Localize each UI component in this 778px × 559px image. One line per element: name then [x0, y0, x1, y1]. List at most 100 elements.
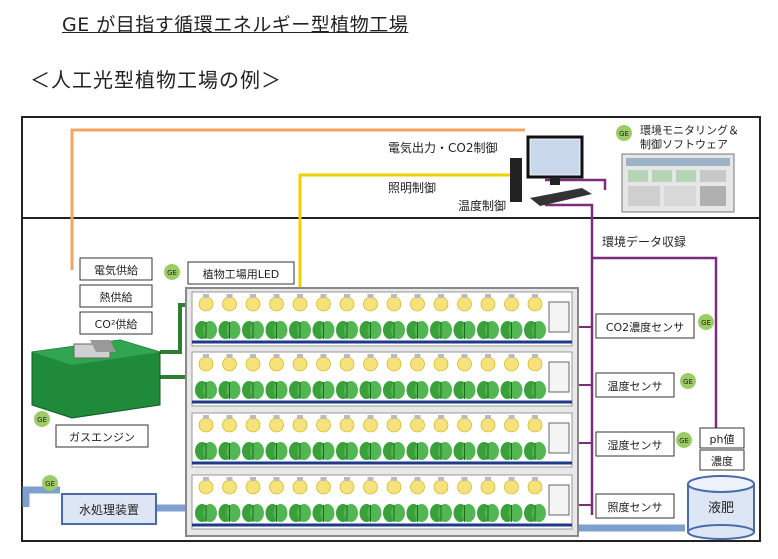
env-data-label: 環境データ収録	[602, 234, 686, 249]
lettuce-icon	[336, 321, 358, 339]
led-bulb-icon	[480, 477, 496, 495]
ge-logo-icon: GE	[34, 411, 50, 427]
shelf-tier	[191, 412, 573, 468]
shelf-tier	[191, 351, 573, 407]
lettuce-icon	[406, 321, 429, 339]
svg-text:GE: GE	[45, 480, 55, 488]
svg-text:GE: GE	[167, 269, 177, 277]
led-bulb-icon	[316, 477, 331, 495]
lettuce-icon	[359, 504, 382, 522]
led-bulb-icon	[386, 354, 402, 372]
led-bulb-icon	[386, 477, 402, 495]
led-bulb-icon	[198, 415, 214, 433]
lettuce-icon	[289, 504, 311, 522]
led-bulb-icon	[292, 477, 308, 495]
lighting-label: 照明制御	[388, 180, 436, 195]
co2-supply-label: CO²供給	[95, 317, 138, 331]
led-bulb-icon	[433, 354, 449, 372]
water-treatment-box	[61, 493, 157, 525]
led-bulb-icon	[410, 354, 425, 372]
lettuce-icon	[289, 321, 311, 339]
lettuce-icon	[477, 504, 499, 522]
led-bulb-icon	[433, 415, 449, 433]
led-bulb-icon	[433, 294, 449, 312]
lettuce-icon	[524, 381, 546, 399]
gas-engine-label: ガスエンジン	[69, 431, 135, 444]
temp-sensor-box	[595, 372, 675, 398]
lettuce-icon	[430, 504, 452, 522]
lettuce-icon	[312, 321, 335, 339]
lettuce-icon	[359, 442, 382, 460]
lettuce-icon	[265, 321, 288, 339]
led-bulb-icon	[245, 294, 261, 312]
lettuce-icon	[289, 442, 311, 460]
led-bulb-icon	[269, 354, 284, 372]
lettuce-icon	[383, 442, 405, 460]
lettuce-icon	[312, 381, 335, 399]
lettuce-icon	[477, 381, 499, 399]
ge-logo-icon: GE	[680, 373, 696, 389]
electric-supply-box	[79, 257, 153, 281]
svg-text:GE: GE	[37, 416, 47, 424]
lettuce-icon	[195, 321, 217, 339]
co2-supply-box	[79, 311, 153, 335]
lettuce-icon	[500, 504, 523, 522]
lettuce-icon	[265, 504, 288, 522]
lettuce-icon	[195, 381, 217, 399]
led-bulb-icon	[527, 477, 543, 495]
co2-sensor-box	[595, 313, 695, 339]
lettuce-icon	[218, 442, 241, 460]
led-bulb-icon	[363, 354, 378, 372]
lettuce-icon	[524, 442, 546, 460]
lettuce-icon	[453, 504, 476, 522]
svg-text:GE: GE	[619, 130, 629, 138]
sensor-device	[548, 422, 570, 454]
ge-logo-icon: GE	[616, 125, 632, 141]
lettuce-icon	[195, 504, 217, 522]
computer-icon	[510, 135, 592, 206]
led-bulb-icon	[433, 477, 449, 495]
lettuce-icon	[430, 321, 452, 339]
led-bulb-icon	[339, 415, 355, 433]
power-co2-label: 電気出力・CO2制御	[388, 140, 497, 155]
led-bulb-icon	[480, 415, 496, 433]
lettuce-icon	[524, 321, 546, 339]
led-bulb-icon	[504, 294, 519, 312]
led-bulb-icon	[339, 477, 355, 495]
lettuce-icon	[383, 504, 405, 522]
lettuce-icon	[336, 442, 358, 460]
page-title: GE が目指す循環エネルギー型植物工場	[62, 14, 409, 36]
led-bulb-icon	[363, 415, 378, 433]
led-bulb-icon	[222, 294, 237, 312]
humidity-sensor-box	[595, 431, 675, 457]
led-bulb-icon	[269, 477, 284, 495]
led-bulb-icon	[527, 415, 543, 433]
lettuce-icon	[453, 381, 476, 399]
plant-shelves	[185, 287, 579, 537]
led-bulb-icon	[504, 354, 519, 372]
led-bulb-icon	[339, 294, 355, 312]
led-bulb-icon	[198, 354, 214, 372]
svg-text:GE: GE	[679, 437, 689, 445]
concentration-label: 濃度	[711, 454, 733, 468]
lettuce-icon	[406, 442, 429, 460]
lettuce-icon	[242, 321, 264, 339]
monitoring-link-line	[545, 178, 607, 190]
lettuce-icon	[218, 381, 241, 399]
lettuce-icon	[383, 321, 405, 339]
led-bulb-icon	[386, 415, 402, 433]
lettuce-icon	[453, 442, 476, 460]
shelf-tier	[191, 291, 573, 347]
lettuce-icon	[336, 504, 358, 522]
light-sensor-box	[595, 493, 675, 519]
lettuce-icon	[500, 321, 523, 339]
led-bulb-icon	[527, 354, 543, 372]
led-bulb-icon	[198, 477, 214, 495]
lettuce-icon	[500, 381, 523, 399]
led-bulb-icon	[504, 415, 519, 433]
led-bulb-icon	[245, 477, 261, 495]
ph-box	[699, 427, 745, 449]
ge-logo-icon: GE	[164, 264, 180, 280]
lettuce-icon	[524, 504, 546, 522]
lettuce-icon	[242, 442, 264, 460]
